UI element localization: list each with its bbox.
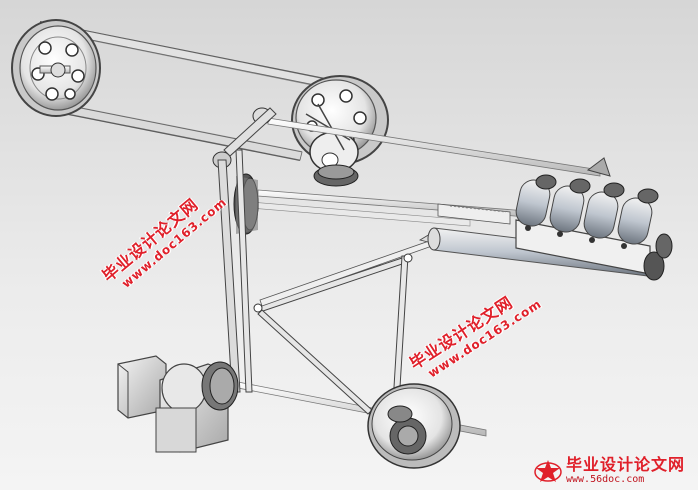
vertical-frame [217,107,277,393]
brand-site: www.56doc.com [566,474,645,485]
bottom-wheel [367,383,461,469]
left-top-pulley [11,19,101,117]
small-gear-top [313,164,359,187]
linkage-rods [253,233,451,421]
brand-name: 毕业设计论文网 [566,455,686,474]
star-logo-icon [534,458,562,484]
motor-gearbox [117,355,239,453]
brand-logo: 毕业设计论文网 www.56doc.com [534,456,694,486]
roller-assembly [515,157,673,281]
